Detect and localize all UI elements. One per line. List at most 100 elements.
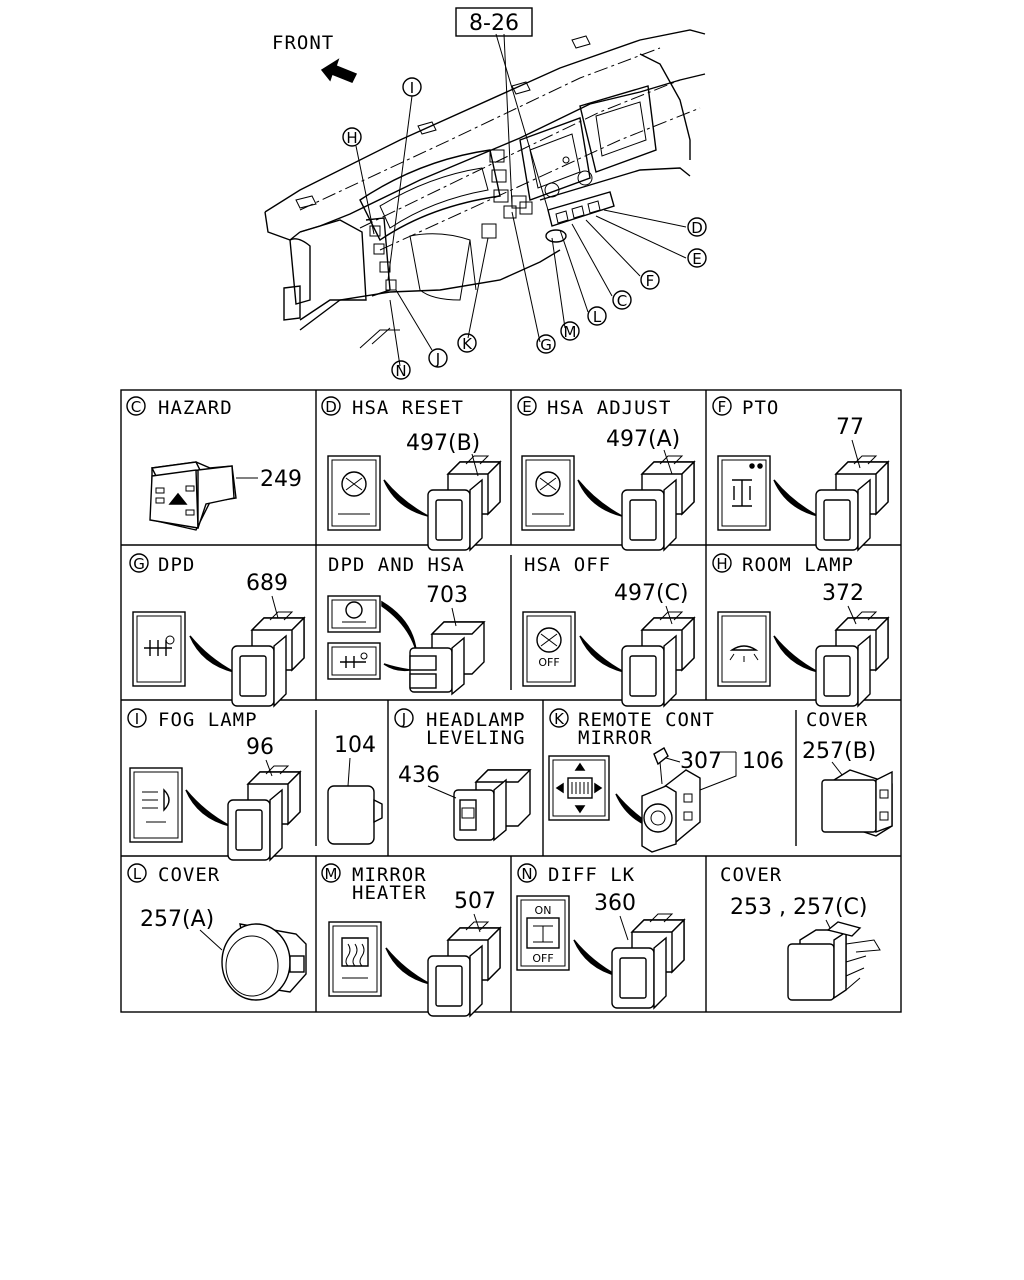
svg-text:104: 104 [334, 733, 376, 758]
fog-lamp-icon [129, 767, 183, 843]
svg-text:703: 703 [426, 583, 468, 608]
mirror-heater-switch-icon [427, 921, 501, 1017]
svg-text:M: M [564, 323, 577, 341]
svg-text:ROOM LAMP: ROOM LAMP [742, 554, 854, 576]
hsa-reset-switch-icon [427, 455, 501, 551]
cell-hsa-adjust: E HSA ADJUST 497(A) [517, 396, 695, 551]
room-lamp-icon [717, 611, 771, 687]
hsa-adjust-icon [521, 455, 575, 531]
hsa-reset-icon [327, 455, 381, 531]
svg-text:PTO: PTO [742, 397, 779, 419]
cell-room-lamp: H ROOM LAMP 372 [712, 553, 889, 707]
callout-D: D [687, 217, 707, 237]
cell-headlamp-leveling: J HEADLAMP LEVELING 436 [394, 708, 532, 842]
callout-K: K [457, 333, 477, 353]
svg-text:MIRROR: MIRROR [352, 864, 427, 886]
svg-text:497(B): 497(B) [406, 431, 480, 456]
hazard-switch-icon [149, 461, 237, 531]
fog-lamp-switch-icon [227, 765, 301, 861]
svg-text:OFF: OFF [538, 656, 559, 669]
hsa-off-icon: OFF [522, 611, 576, 687]
cell-dpd-and-hsa: DPD AND HSA 703 [327, 554, 486, 696]
svg-text:REMOTE CONT: REMOTE CONT [578, 709, 715, 731]
svg-text:HSA OFF: HSA OFF [524, 554, 611, 576]
callout-I: I [402, 77, 422, 97]
svg-text:689: 689 [246, 571, 288, 596]
svg-text:LEVELING: LEVELING [426, 727, 526, 749]
svg-text:G: G [133, 555, 145, 573]
svg-text:L: L [593, 308, 602, 326]
svg-text:96: 96 [246, 735, 274, 760]
svg-text:HSA ADJUST: HSA ADJUST [547, 397, 671, 419]
callout-M: M [560, 321, 580, 341]
cell-cover-b: COVER 257(B) [802, 709, 893, 837]
callout-F: F [640, 270, 660, 290]
svg-text:ON: ON [535, 904, 552, 917]
svg-text:D: D [325, 398, 337, 416]
svg-text:H: H [346, 129, 357, 147]
svg-text:436: 436 [398, 763, 440, 788]
cover-c-icon [787, 921, 881, 1001]
hsa-off-switch-icon [621, 611, 695, 707]
cover-b-icon [821, 769, 893, 837]
svg-text:E: E [692, 250, 701, 268]
diff-lk-icon: ON OFF [516, 895, 570, 971]
svg-text:507: 507 [454, 889, 496, 914]
svg-text:372: 372 [822, 581, 864, 606]
svg-text:COVER: COVER [158, 864, 220, 886]
cell-diff-lk: N DIFF LK ON OFF 360 [516, 863, 685, 1009]
room-lamp-switch-icon [815, 611, 889, 707]
dpd-switch-icon [231, 611, 305, 707]
svg-text:HEADLAMP: HEADLAMP [426, 709, 526, 731]
svg-text:F: F [718, 398, 727, 416]
diff-lk-switch-icon [611, 913, 685, 1009]
cell-cover-c: COVER 253 , 257(C) [720, 864, 881, 1001]
ref-code: 8-26 [469, 11, 519, 36]
cell-hsa-off: HSA OFF OFF 497(C) [522, 554, 695, 707]
svg-text:J: J [401, 710, 406, 728]
ref-code-box [455, 7, 533, 37]
svg-text:OFF: OFF [532, 952, 553, 965]
svg-text:J: J [435, 350, 440, 368]
svg-text:I: I [410, 79, 414, 97]
front-arrow-icon [320, 58, 358, 83]
svg-text:DIFF LK: DIFF LK [548, 864, 635, 886]
svg-text:COVER: COVER [806, 709, 868, 731]
svg-text:N: N [395, 362, 406, 380]
svg-text:257(A): 257(A) [140, 907, 214, 932]
svg-text:D: D [691, 219, 703, 237]
callout-J: J [428, 348, 448, 368]
svg-text:253 , 257(C): 253 , 257(C) [730, 895, 868, 920]
svg-text:360: 360 [594, 891, 636, 916]
dpd-hsa-icon-bottom [327, 642, 381, 680]
svg-text:257(B): 257(B) [802, 739, 876, 764]
svg-text:DPD AND HSA: DPD AND HSA [328, 554, 465, 576]
callout-G: G [536, 334, 556, 354]
pto-switch-icon [815, 455, 889, 551]
dpd-icon [132, 611, 186, 687]
remote-mirror-switch-icon [641, 747, 701, 853]
svg-text:C: C [131, 398, 141, 416]
dashboard-overview: 8-26 FRONT [264, 7, 707, 380]
svg-text:M: M [325, 865, 338, 883]
cell-remote-mirror: K REMOTE CONT MIRROR 307 106 [548, 708, 784, 853]
cell-dpd: G DPD 689 [129, 553, 305, 707]
callout-C: C [612, 290, 632, 310]
svg-text:E: E [522, 398, 531, 416]
cell-hazard: C HAZARD 249 [126, 396, 302, 531]
svg-text:307: 307 [680, 749, 722, 774]
pto-icon [717, 455, 771, 531]
svg-text:DPD: DPD [158, 554, 195, 576]
cell-hsa-reset: D HSA RESET 497(B) [321, 396, 501, 551]
svg-text:N: N [521, 865, 532, 883]
svg-text:MIRROR: MIRROR [578, 727, 653, 749]
svg-text:106: 106 [742, 749, 784, 774]
svg-text:HSA RESET: HSA RESET [352, 397, 464, 419]
svg-text:G: G [540, 336, 552, 354]
svg-text:HEATER: HEATER [352, 882, 427, 904]
parts-grid [120, 389, 902, 1013]
svg-text:C: C [617, 292, 627, 310]
dpd-hsa-icon-top [327, 595, 381, 633]
remote-mirror-icon [548, 755, 610, 821]
